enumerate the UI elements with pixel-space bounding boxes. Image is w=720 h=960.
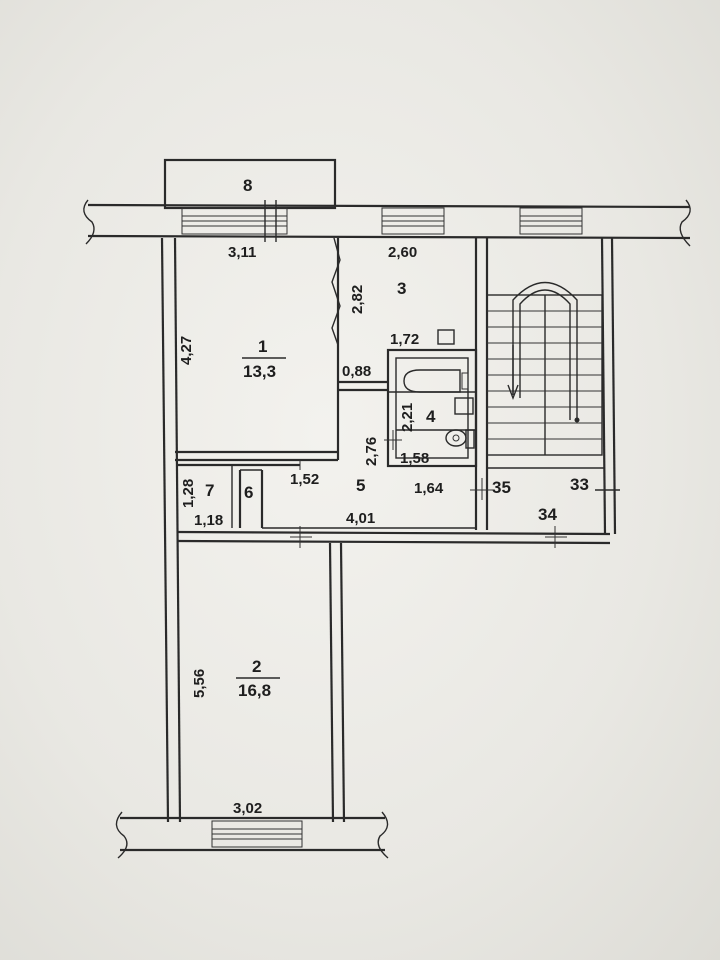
room-7-number: 7 xyxy=(205,481,214,500)
dim-passage-width: 0,88 xyxy=(342,363,371,380)
dim-hall-width: 4,01 xyxy=(346,510,375,527)
room-1-number: 1 xyxy=(258,337,267,356)
bathroom-block xyxy=(384,329,478,468)
dim-bath-length: 2,21 xyxy=(399,403,416,432)
room-2-area: 16,8 xyxy=(238,681,271,700)
dim-wc-width: 1,58 xyxy=(400,450,429,467)
room-8-number: 8 xyxy=(243,176,252,195)
dim-room2-length: 5,56 xyxy=(191,669,208,698)
hall-bottom-wall xyxy=(177,526,611,548)
room-2-number: 2 xyxy=(252,657,261,676)
room-1-walls xyxy=(175,237,341,462)
dim-bath-width: 1,72 xyxy=(390,331,419,348)
dim-room1-length: 4,27 xyxy=(178,336,195,365)
stair-label-33: 33 xyxy=(570,475,589,494)
staircase xyxy=(486,237,620,535)
stair-label-34: 34 xyxy=(538,505,557,524)
dim-hall-bottom-right: 1,64 xyxy=(414,480,444,497)
left-exterior-wall xyxy=(160,237,182,823)
room-3-number: 3 xyxy=(397,279,406,298)
stair-label-35: 35 xyxy=(492,478,511,497)
dim-room1-width: 3,11 xyxy=(228,244,256,261)
dim-closet-width: 1,18 xyxy=(194,512,223,529)
room-1-area: 13,3 xyxy=(243,362,276,381)
dim-hall-length: 2,76 xyxy=(363,437,380,466)
room-2-walls xyxy=(328,542,346,823)
dim-closet-length: 1,28 xyxy=(180,479,197,508)
dim-hall-segment: 1,52 xyxy=(290,471,319,488)
top-exterior-wall xyxy=(83,199,691,247)
room-5-number: 5 xyxy=(356,476,365,495)
bottom-exterior-wall xyxy=(115,811,389,859)
closet-walls xyxy=(176,460,301,528)
dim-room3-width: 2,60 xyxy=(388,244,417,261)
dim-room3-length: 2,82 xyxy=(349,285,366,314)
room-6-number: 6 xyxy=(244,483,253,502)
room-4-number: 4 xyxy=(426,407,436,426)
dim-room2-width: 3,02 xyxy=(233,800,262,817)
